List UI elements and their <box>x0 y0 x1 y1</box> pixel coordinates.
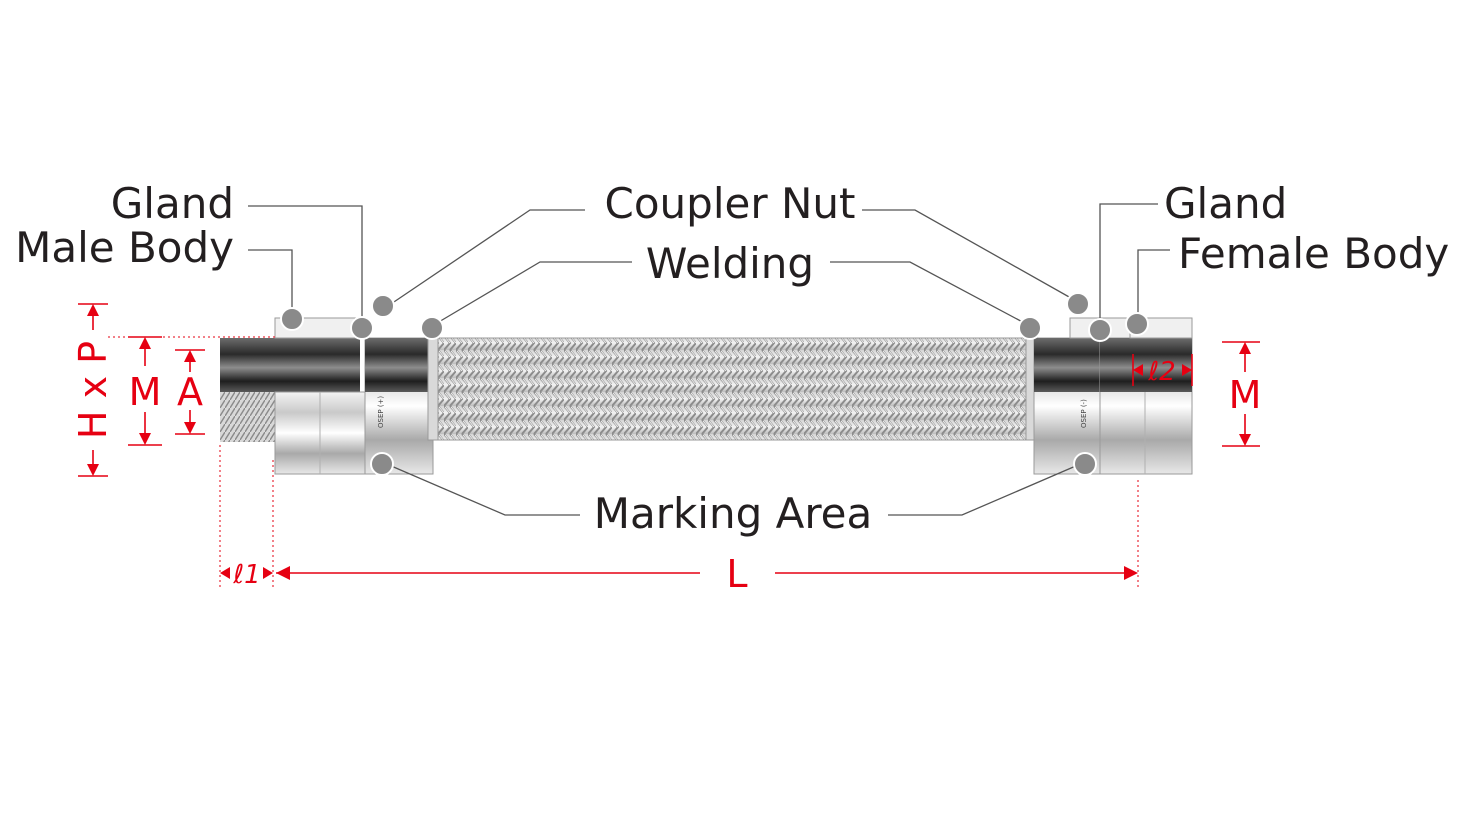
dot-gland-right <box>1088 318 1112 342</box>
dim-label-a: A <box>177 370 203 414</box>
dimension-lines: H x P M A <box>71 303 1262 596</box>
leader-welding-right <box>830 261 1031 327</box>
dim-l2: ℓ2 <box>1132 354 1193 387</box>
dim-label-h-x-p: H x P <box>71 341 115 439</box>
marking-text-right: OSEP (-) <box>1080 399 1088 428</box>
label-coupler-nut: Coupler Nut <box>605 179 856 228</box>
callout-labels: Gland Male Body Coupler Nut Welding Glan… <box>15 179 1449 538</box>
marker-dots <box>280 292 1149 476</box>
dim-m-right: M <box>1222 341 1262 447</box>
marking-text-left: OSEP (+) <box>377 396 385 428</box>
dot-gland-left <box>350 316 374 340</box>
dim-label-l1: ℓ1 <box>232 560 260 590</box>
braided-hose <box>438 338 1026 440</box>
male-thread <box>220 392 275 442</box>
leader-male-body <box>248 249 293 318</box>
dim-label-l: L <box>726 552 747 596</box>
leader-coupler-nut-left <box>384 209 585 309</box>
label-marking-area: Marking Area <box>594 489 873 538</box>
dim-l1: ℓ1 <box>220 560 273 590</box>
dim-m-left: M <box>128 336 162 446</box>
dim-l: L <box>276 552 1138 596</box>
label-welding: Welding <box>646 239 814 288</box>
dot-welding-right <box>1018 316 1042 340</box>
dot-coupler-nut-right <box>1066 292 1090 316</box>
label-male-body: Male Body <box>15 223 234 272</box>
label-gland-left: Gland <box>111 179 234 228</box>
hose-body: OSEP (+) OSEP (-) <box>220 317 1193 475</box>
dim-label-l2: ℓ2 <box>1147 357 1175 387</box>
female-end-fitting <box>1025 317 1193 475</box>
dot-welding-left <box>420 316 444 340</box>
leader-coupler-nut-right <box>862 209 1079 303</box>
leader-welding-left <box>431 261 632 327</box>
dot-marking-left <box>370 452 394 476</box>
dim-a: A <box>175 349 205 435</box>
leader-gland-right <box>1099 203 1158 328</box>
dot-marking-right <box>1073 452 1097 476</box>
dim-h-x-p: H x P <box>71 303 115 477</box>
dot-coupler-nut-left <box>371 294 395 318</box>
label-gland-right: Gland <box>1164 179 1287 228</box>
leader-marking-right <box>888 461 1086 516</box>
male-end-fitting <box>220 317 439 475</box>
leader-marking-left <box>381 461 580 516</box>
dim-label-m-right: M <box>1229 373 1262 417</box>
dot-male-body <box>280 307 304 331</box>
leader-lines <box>248 203 1170 516</box>
label-female-body: Female Body <box>1178 229 1449 278</box>
dot-female-body <box>1125 312 1149 336</box>
dim-label-m-left: M <box>129 370 162 414</box>
leader-female-body <box>1137 249 1170 322</box>
leader-gland-left <box>248 205 363 322</box>
